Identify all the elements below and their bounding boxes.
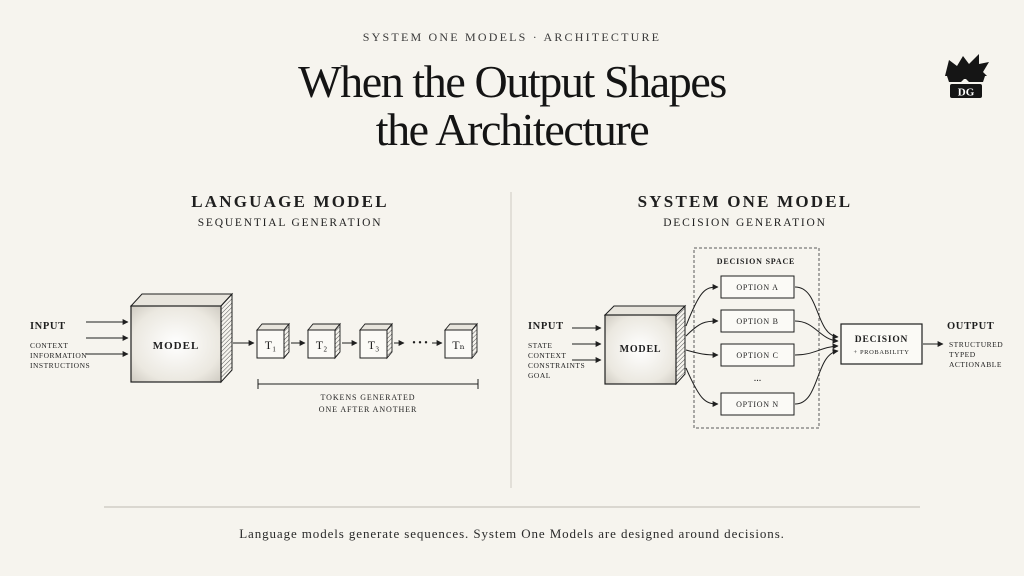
right-input-item: GOAL [528,371,551,380]
right-input-label: INPUT [528,321,564,332]
left-input-item: INSTRUCTIONS [30,361,90,370]
left-input-label: INPUT [30,321,66,332]
token-label: Tₙ [452,338,465,352]
tokens-note-line-2: ONE AFTER ANOTHER [319,405,417,414]
model-to-option-arrow [685,318,719,337]
token-t2: T₂ [307,322,341,360]
option-n-label: OPTION N [736,400,779,409]
left-panel: LANGUAGE MODEL SEQUENTIAL GENERATION INP… [30,192,479,414]
token-t3: T₃ [359,322,393,360]
left-model-cube: MODEL [129,292,234,384]
decision-space-label: DECISION SPACE [717,257,795,266]
output-label: OUTPUT [947,321,994,332]
left-input-item: CONTEXT [30,341,69,350]
option-a-label: OPTION A [736,283,778,292]
page-title-line-1: When the Output Shapes [298,56,727,107]
tokens-note-line-1: TOKENS GENERATED [321,393,416,402]
output-item: ACTIONABLE [949,360,1002,369]
model-to-option-arrow [685,367,719,407]
decision-label: DECISION [855,335,908,345]
option-b-box [720,309,795,333]
output-item: STRUCTURED [949,340,1003,349]
option-to-decision-arrow [794,343,839,356]
logo-glasses-shape [947,76,985,82]
token-ellipsis: • • • [412,338,428,349]
option-c-label: OPTION C [736,351,778,360]
logo-hair-shape [945,54,989,76]
output-item: TYPED [949,350,976,359]
logo-face-shape [950,84,982,98]
left-input-item: INFORMATION [30,351,87,360]
right-input-item: STATE [528,341,552,350]
right-model-cube: MODEL [603,304,687,386]
footer-caption: Language models generate sequences. Syst… [239,526,785,541]
option-b-label: OPTION B [736,317,778,326]
right-input-item: CONTEXT [528,351,567,360]
left-heading: LANGUAGE MODEL [191,192,389,211]
token-label: T₁ [265,338,277,352]
options-ellipsis: ... [754,373,762,384]
token-t1: T₁ [256,322,290,360]
option-to-decision-arrow [794,286,839,340]
option-to-decision-arrow [794,348,839,405]
right-model-label: MODEL [620,344,662,355]
tokens-bracket [257,379,479,389]
model-to-option-arrow [685,284,719,327]
option-a-box [720,275,795,299]
page-title: When the Output Shapes the Architecture [0,58,1024,154]
token-label: T₂ [316,338,328,352]
option-c-box [720,343,795,367]
right-heading: SYSTEM ONE MODEL [638,192,853,211]
token-tn: Tₙ [444,322,478,360]
eyebrow-label: SYSTEM ONE MODELS · ARCHITECTURE [362,30,662,44]
left-model-label: MODEL [153,340,200,352]
logo-text: DG [958,87,975,99]
decision-sub-label: + PROBABILITY [853,349,909,356]
right-subheading: DECISION GENERATION [663,217,827,229]
token-label: T₃ [368,338,380,352]
right-input-item: CONSTRAINTS [528,361,585,370]
option-to-decision-arrow [794,320,839,344]
page-title-line-2: the Architecture [375,104,650,155]
option-n-box [720,392,795,416]
decision-box [840,323,923,365]
decision-space-box [693,247,820,429]
left-subheading: SEQUENTIAL GENERATION [198,217,383,229]
right-panel: SYSTEM ONE MODEL DECISION GENERATION INP… [528,192,1003,429]
dg-logo: DG [945,54,989,99]
model-to-option-arrow [685,349,719,358]
